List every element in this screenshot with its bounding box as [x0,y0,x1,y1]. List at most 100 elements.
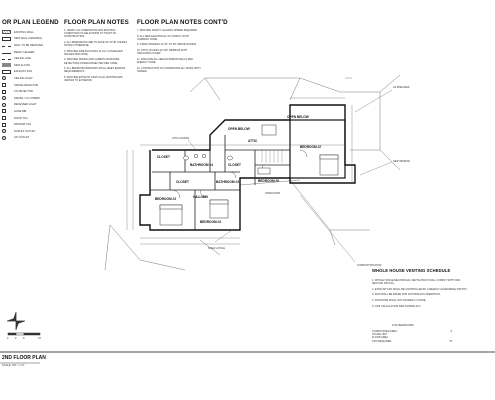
legend-swatch-icon [2,109,6,114]
legend-label: WINDOW TAG [14,123,32,127]
callout-window: NEW WINDOW [393,160,410,163]
legend-swatch-icon [2,69,11,74]
legend-item: EXHAUST FAN [2,69,52,76]
legend-item: HOSE BIB [2,108,52,115]
legend-item: CEILING LINE [2,55,52,62]
note-item: 10. ATTIC ACCESS 22"x30" MINIMUM WITH IN… [137,49,188,56]
bedroom2-walls [289,119,346,179]
room-bedroom-2: BEDROOM #2 [300,145,321,149]
dimension-lines [126,97,353,245]
legend-label: DUPLEX OUTLET [14,129,36,133]
legend-label: SMOKE / CO COMBO [14,96,40,100]
venting-schedule-notes: 1. WHOLE HOUSE MECHANICAL VENTILATION SH… [372,279,472,311]
note-item: 2. EXHAUST FAN SHALL BE CONTROLLED BY A … [372,287,468,291]
interior-walls [150,135,290,230]
floor-plan-notes: 1. VERIFY ALL DIMENSIONS AND EXISTING CO… [64,29,128,85]
room-bedroom-3: BEDROOM #3 [155,197,176,201]
room-bathroom-3: BATHROOM #3 [216,180,239,184]
note-item: 6. PROVIDE EXHAUST FANS IN ALL BATHROOMS… [64,76,123,83]
room-closet-3: CLOSET [176,180,189,184]
vent-calc-label: HOUSE UNIT [372,333,388,337]
legend-item: NEW FLOOR [2,62,52,69]
vent-calc-row: FLOOR AREA [372,336,452,339]
legend-swatch-icon [2,83,6,88]
legend-label: HOSE BIB [14,109,27,113]
callout-roof-right: AS SPECIFIED [393,86,410,89]
room-closet-1: CLOSET [157,155,170,159]
note-item: 3. PROVIDE FIRE BLOCKING AT ALL CONCEALE… [64,49,123,56]
vent-calc-label: CONDITIONED AREA [372,330,397,333]
legend-item: CO DETECTOR [2,88,52,95]
legend-label: CO DETECTOR [14,90,33,94]
roof-lines [104,74,401,271]
legend-label: SMOKE DETECTOR [14,83,39,87]
note-item: 7. PROVIDE SAFETY GLAZING WHERE REQUIRED… [137,29,198,32]
legend-swatch-icon [2,96,6,101]
callout-shelf: SHELF & POLE [208,247,225,250]
note-item: 1. WHOLE HOUSE MECHANICAL VENTILATION SH… [372,279,461,286]
legend-item: EXISTING WALL [2,29,52,36]
venting-schedule-title: WHOLE HOUSE VENTING SCHEDULE [372,268,451,273]
legend-label: NEW WALL (FRAMING) [14,37,43,41]
vent-calc-head: # OF BEDROOMS [392,324,414,327]
room-bedroom-5: BEDROOM #5 [258,179,279,183]
legend-swatch-icon [2,76,6,81]
room-open-below-top: OPEN BELOW [228,127,250,131]
legend-label: EXHAUST FAN [14,70,32,74]
note-item: 9. STAIR HANDRAIL AT 34" TO 38" ABOVE NO… [137,43,197,47]
legend-item: WALL TO BE REMOVED [2,42,52,49]
floor-plan-notes-contd: 7. PROVIDE SAFETY GLAZING WHERE REQUIRED… [137,29,201,76]
vent-calc-row: CFM REQUIRED 75 [372,340,452,343]
room-bedroom-4: BEDROOM #4 [200,220,221,224]
note-item: 2. ALL DIMENSIONS ARE TO FACE OF STUD UN… [64,40,127,47]
room-bathroom-4: BATHROOM #4 [190,163,213,167]
legend-item: GFI OUTLET [2,135,52,142]
floor-plan-notes-contd-title: FLOOR PLAN NOTES CONT'D [137,19,228,26]
room-attic: ATTIC [248,139,258,143]
legend-label: RECESSED LIGHT [14,103,37,107]
legend-item: NEW WALL (FRAMING) [2,36,52,43]
note-item: 12. CONTRACTOR TO COORDINATE ALL WORK WI… [137,66,201,73]
legend-label: GFI OUTLET [14,136,30,140]
vent-calc-label: CFM REQUIRED [372,339,392,343]
callout-stair: STAIR DOWN [265,192,280,195]
note-item: 3. FAN SHALL BE RATED FOR CONTINUOUS OPE… [372,293,441,297]
legend-swatch-icon [2,135,6,140]
note-item: 1. VERIFY ALL DIMENSIONS AND EXISTING CO… [64,29,117,39]
legend-swatch-icon [2,59,11,61]
legend-swatch-icon [2,102,6,107]
legend-list: EXISTING WALL NEW WALL (FRAMING) WALL TO B… [2,29,52,141]
legend-label: EXISTING WALL [14,30,34,34]
vent-calc-value: 75 [449,339,452,343]
scale-mark-4: 4' [15,337,17,340]
vent-calc-value: 5 [450,330,452,333]
legend-swatch-icon [2,45,11,47]
legend-swatch-icon [2,30,11,35]
legend-item: RECESSED LIGHT [2,102,52,109]
north-arrow-icon [6,311,26,331]
callout-attic-access: ATTIC ACCESS [172,137,189,140]
legend-label: NEW FLOOR [14,63,30,67]
legend-swatch-icon [2,116,6,121]
scale-mark-16: 16' [38,337,42,340]
legend-item: SMOKE / CO COMBO [2,95,52,102]
note-item: 5. CFM CALCULATION PER ASHRAE 62.2. [372,304,422,308]
legend-swatch-icon [2,36,11,41]
vent-calc-label: FLOOR AREA [372,336,388,340]
legend-item: CEILING LIGHT [2,75,52,82]
note-item: 4. FAN NOISE SHALL NOT EXCEED 1.0 SONE. [372,299,427,303]
leader-lines [187,89,393,263]
legend-label: DOOR TAG [14,116,28,120]
legend-swatch-icon [2,52,11,54]
room-closet-2: CLOSET [228,163,241,167]
legend-item: DUPLEX OUTLET [2,128,52,135]
vent-calc-row: HOUSE UNIT [372,333,452,336]
note-item: 8. ALL NEW ELECTRICAL TO COMPLY WITH CUR… [137,34,189,41]
exterior-walls [139,104,356,231]
legend-item: SMOKE DETECTOR [2,82,52,89]
furniture [159,124,339,226]
scale-mark-0: 0 [7,337,9,340]
legend-label: WALL TO BE REMOVED [14,43,44,47]
legend-swatch-icon [2,129,6,134]
